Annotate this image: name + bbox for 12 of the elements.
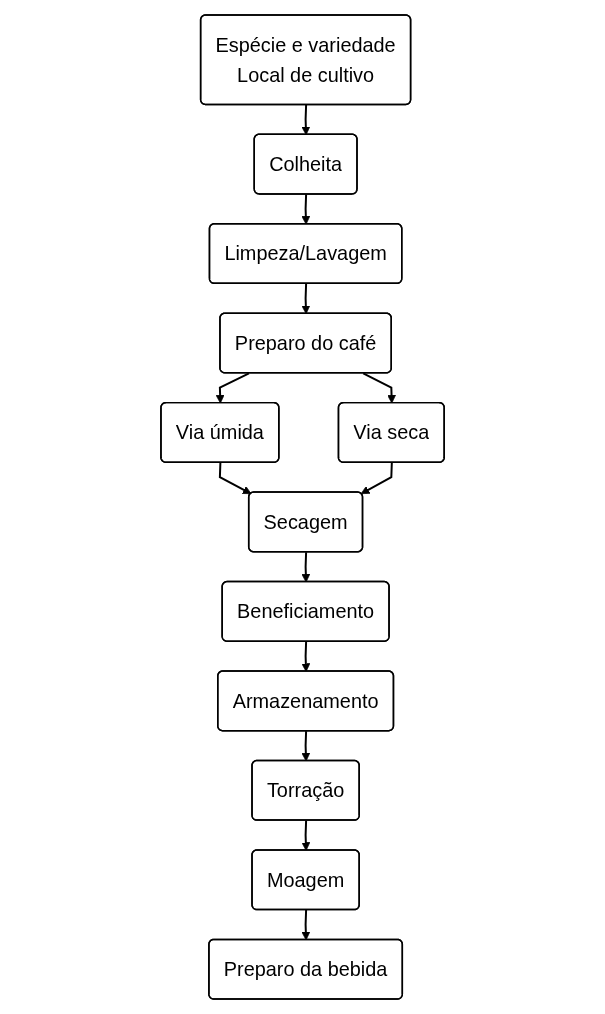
arrow [301, 282, 311, 315]
arrow [215, 372, 250, 404]
arrow [218, 461, 252, 495]
arrow [301, 909, 311, 941]
arrow [301, 730, 311, 762]
arrow [301, 103, 311, 136]
arrow [301, 819, 311, 851]
arrow [301, 193, 311, 225]
arrow [301, 551, 311, 583]
arrow [360, 461, 393, 495]
arrow [301, 640, 311, 672]
arrow [362, 372, 396, 404]
